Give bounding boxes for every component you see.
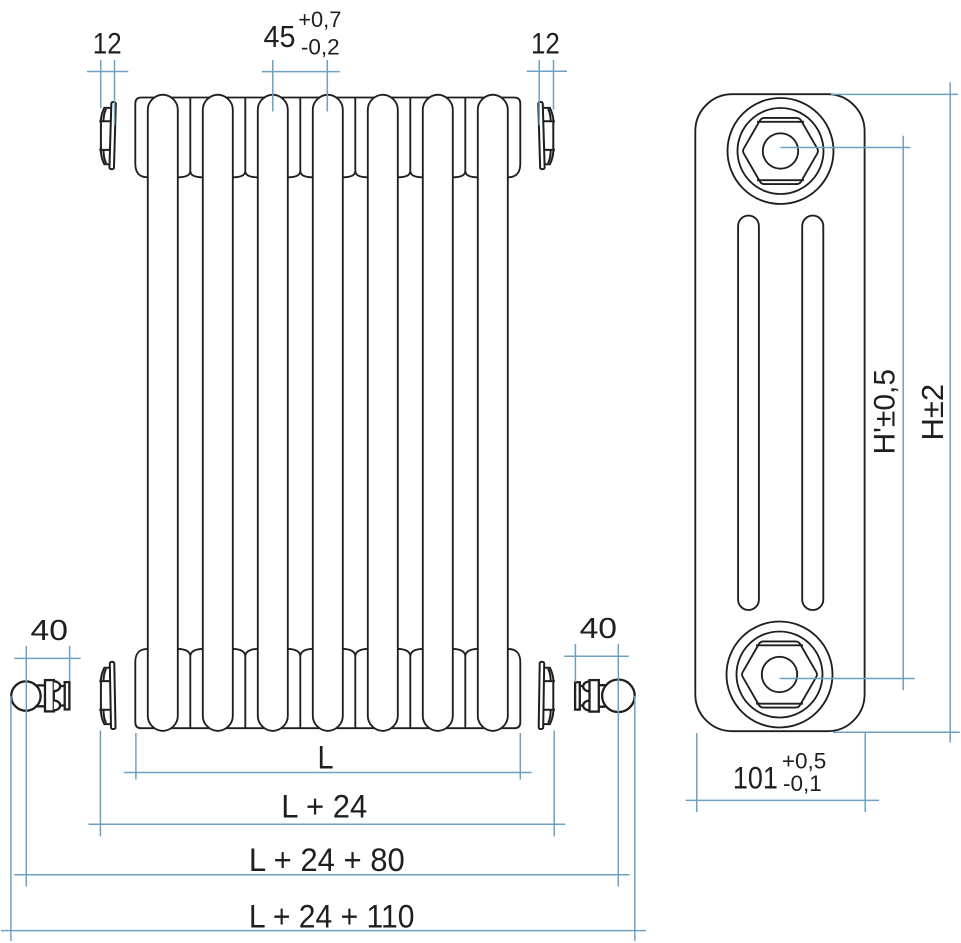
svg-text:-0,1: -0,1 [783, 771, 822, 796]
svg-text:-0,2: -0,2 [301, 34, 340, 59]
svg-text:+0,7: +0,7 [298, 7, 341, 32]
svg-text:40: 40 [580, 612, 617, 644]
svg-text:L: L [317, 740, 333, 776]
svg-text:L + 24 + 80: L + 24 + 80 [249, 842, 405, 879]
svg-text:45: 45 [264, 20, 296, 54]
svg-text:12: 12 [531, 27, 560, 60]
svg-text:L + 24 + 110: L + 24 + 110 [249, 898, 415, 934]
svg-text:H'±0,5: H'±0,5 [869, 369, 902, 455]
svg-text:40: 40 [30, 614, 67, 646]
svg-text:H±2: H±2 [915, 384, 950, 441]
svg-text:12: 12 [93, 27, 122, 60]
svg-text:L + 24: L + 24 [281, 788, 367, 825]
svg-text:+0,5: +0,5 [782, 749, 826, 774]
svg-text:101: 101 [733, 761, 778, 796]
